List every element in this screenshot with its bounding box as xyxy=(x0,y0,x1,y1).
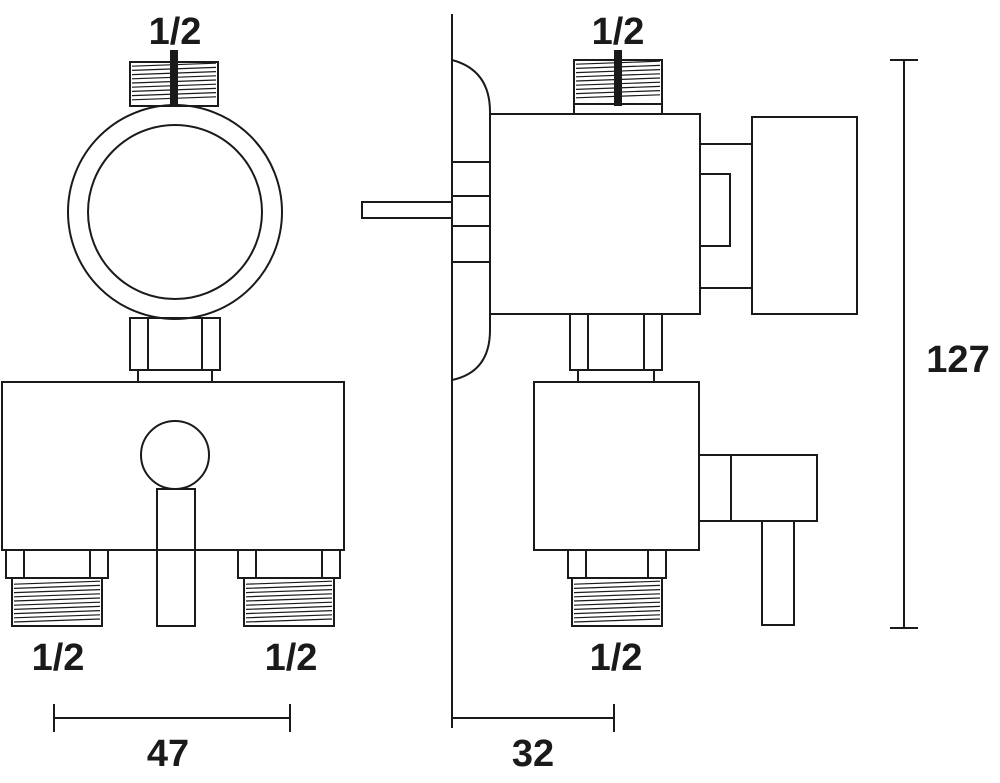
thread-line xyxy=(245,584,333,589)
thread-line xyxy=(245,601,333,606)
thread-line xyxy=(245,610,333,615)
side-coupling-nut xyxy=(569,313,663,383)
front-coupling-nut xyxy=(129,317,221,383)
height-dimension-label: 127 xyxy=(926,339,989,381)
depth-dimension-line xyxy=(452,704,615,732)
depth-dimension-label: 32 xyxy=(512,733,554,775)
thread-line xyxy=(245,597,333,602)
fixing-pin xyxy=(361,201,453,219)
front-top-thread xyxy=(129,50,219,107)
front-bottom-right-thread-label: 1/2 xyxy=(265,637,318,679)
thread-line xyxy=(573,584,661,589)
thread-line xyxy=(573,618,661,623)
thread-line xyxy=(13,605,101,610)
side-lower-body xyxy=(533,381,700,551)
thread-line xyxy=(245,580,333,585)
front-mixer-body xyxy=(1,381,345,627)
side-bottom-thread xyxy=(567,549,667,627)
side-dial-knob xyxy=(699,116,858,315)
width-dimension-label: 47 xyxy=(147,733,189,775)
thread-line xyxy=(573,593,661,598)
side-top-thread-label: 1/2 xyxy=(592,11,645,53)
height-dimension-line xyxy=(890,59,918,629)
width-dimension-line xyxy=(53,704,291,732)
side-lever-handle xyxy=(698,454,818,626)
thread-line xyxy=(13,614,101,619)
front-bottom-left-thread xyxy=(5,549,109,627)
thread-line xyxy=(573,601,661,606)
thread-line xyxy=(245,605,333,610)
thread-line xyxy=(573,610,661,615)
thread-line xyxy=(13,580,101,585)
thread-line xyxy=(573,605,661,610)
thread-line xyxy=(573,597,661,602)
front-dial-knob xyxy=(67,104,283,320)
thread-line xyxy=(245,589,333,594)
front-view: 1/2 1/2 1/2 47 xyxy=(1,11,345,775)
thread-line xyxy=(13,589,101,594)
thread-line xyxy=(245,614,333,619)
side-view: 1/2 1/2 32 127 xyxy=(361,11,990,775)
front-top-thread-label: 1/2 xyxy=(149,11,202,53)
thread-line xyxy=(13,597,101,602)
wall-plate xyxy=(451,59,491,381)
thread-line xyxy=(245,618,333,623)
side-top-thread xyxy=(573,50,663,115)
thread-line xyxy=(13,618,101,623)
side-bottom-thread-label: 1/2 xyxy=(590,637,643,679)
thread-line xyxy=(13,593,101,598)
front-bottom-right-thread xyxy=(237,549,341,627)
thread-line xyxy=(245,593,333,598)
thread-line xyxy=(13,610,101,615)
side-upper-body xyxy=(489,113,701,315)
thread-line xyxy=(13,601,101,606)
thread-line xyxy=(573,580,661,585)
thread-line xyxy=(573,589,661,594)
thread-line xyxy=(13,584,101,589)
thread-line xyxy=(573,614,661,619)
front-bottom-left-thread-label: 1/2 xyxy=(32,637,85,679)
